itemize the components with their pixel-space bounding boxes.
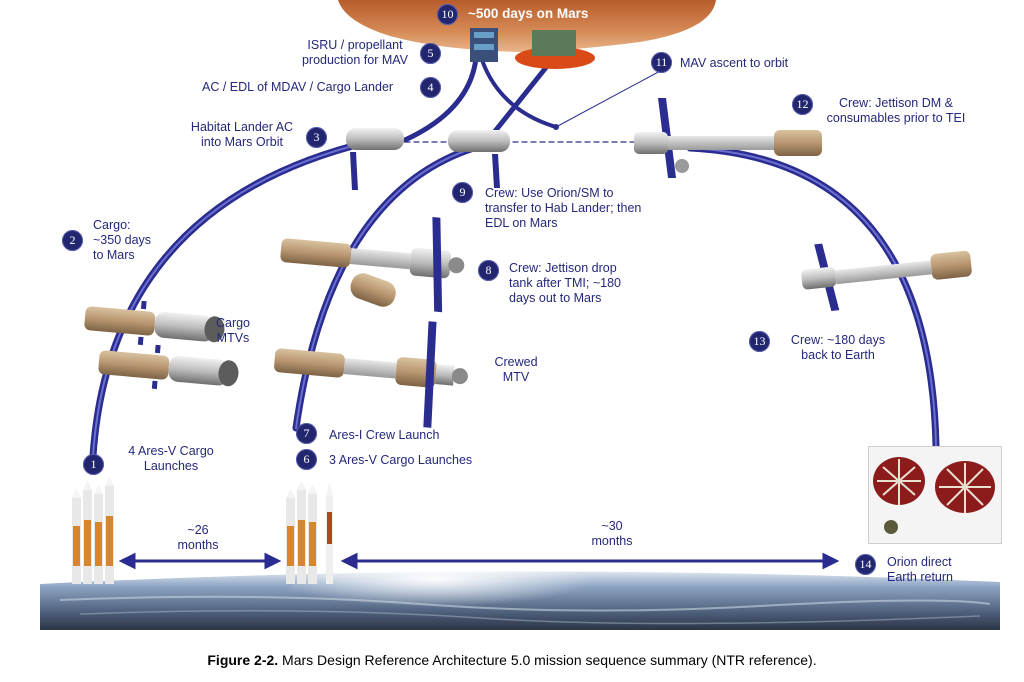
step-1-label: 4 Ares-V Cargo Launches bbox=[128, 444, 214, 473]
crewed-mtv-drop-tank bbox=[280, 217, 465, 313]
mars-orbit-vehicles bbox=[346, 98, 822, 190]
step-8-label: Crew: Jettison drop tank after TMI; ~180… bbox=[509, 261, 621, 305]
step-7-label: Ares-I Crew Launch bbox=[329, 428, 440, 442]
step-13-badge: 13 bbox=[749, 331, 770, 352]
step-12-badge: 12 bbox=[792, 94, 813, 115]
orion-parachute-photo bbox=[868, 446, 1002, 544]
duration-arrows bbox=[118, 552, 840, 570]
step-11-badge: 11 bbox=[651, 52, 672, 73]
mars-surface-landers bbox=[470, 28, 595, 69]
mars-stay-title: ~500 days on Mars bbox=[468, 6, 589, 21]
mars-surface bbox=[338, 0, 716, 52]
step-5-label: ISRU / propellant production for MAV bbox=[301, 38, 409, 67]
step-4-label: AC / EDL of MDAV / Cargo Lander bbox=[202, 80, 394, 94]
step-7-badge: 7 bbox=[296, 423, 317, 444]
step-3-label: Habitat Lander AC into Mars Orbit bbox=[190, 120, 294, 149]
figure-number: Figure 2-2. bbox=[207, 652, 279, 668]
step-12-label: Crew: Jettison DM & consumables prior to… bbox=[826, 96, 966, 125]
step-4-badge: 4 bbox=[420, 77, 441, 98]
step-14-badge: 14 bbox=[855, 554, 876, 575]
figure-caption-text: Mars Design Reference Architecture 5.0 m… bbox=[278, 652, 817, 668]
step-13-label: Crew: ~180 days back to Earth bbox=[790, 333, 886, 362]
cargo-mtv-vehicles bbox=[84, 300, 239, 390]
parachutes-icon bbox=[873, 457, 995, 534]
duration-30-months: ~30 months bbox=[591, 519, 633, 548]
step-11-label: MAV ascent to orbit bbox=[680, 56, 789, 70]
step-2-label: Cargo: ~350 days to Mars bbox=[93, 218, 152, 262]
cargo-mtvs-label: Cargo MTVs bbox=[215, 316, 251, 345]
step-14-label: Orion direct Earth return bbox=[887, 555, 954, 584]
step-3-badge: 3 bbox=[306, 127, 327, 148]
step-10-badge: 10 bbox=[437, 4, 458, 25]
step-9-label: Crew: Use Orion/SM to transfer to Hab La… bbox=[485, 186, 642, 230]
ares-v-stack-1 bbox=[72, 476, 114, 584]
trajectory-arcs bbox=[89, 55, 940, 460]
crewed-mtv-vehicle bbox=[274, 321, 468, 428]
ares-v-stack-2 bbox=[286, 480, 333, 584]
step-1-badge: 1 bbox=[83, 454, 104, 475]
step-6-badge: 6 bbox=[296, 449, 317, 470]
step-8-badge: 8 bbox=[478, 260, 499, 281]
step-9-badge: 9 bbox=[452, 182, 473, 203]
return-mtv-vehicle bbox=[801, 243, 972, 311]
step-6-label: 3 Ares-V Cargo Launches bbox=[329, 453, 473, 467]
figure-caption: Figure 2-2. Mars Design Reference Archit… bbox=[0, 652, 1024, 668]
earth-horizon bbox=[40, 562, 1000, 630]
step-5-badge: 5 bbox=[420, 43, 441, 64]
crewed-mtv-label: Crewed MTV bbox=[494, 355, 538, 384]
duration-26-months: ~26 months bbox=[177, 523, 219, 552]
step-2-badge: 2 bbox=[62, 230, 83, 251]
